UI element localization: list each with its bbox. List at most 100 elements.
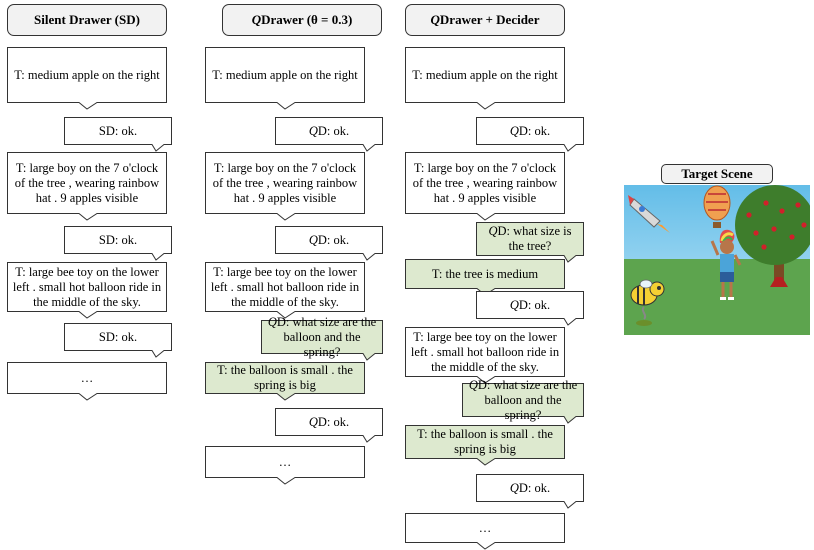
drawer-reply-text: D: ok. (317, 123, 350, 138)
bubble-outline (275, 408, 383, 443)
q-prefix: Q (509, 123, 519, 138)
ellipsis-text: … (478, 520, 492, 535)
drawer-reply-text: SD: ok. (98, 232, 138, 247)
bubble-outline (205, 262, 365, 319)
q-prefix: Q (509, 480, 519, 495)
drawer-question-text: D: what size is the tree? (497, 224, 572, 253)
teller-message-text: T: medium apple on the right (212, 67, 358, 82)
teller-message: T: large bee toy on the lower left . sma… (405, 327, 565, 384)
q-prefix: Q (308, 123, 318, 138)
drawer-reply: SD: ok. (64, 226, 172, 261)
bubble-shape (7, 47, 167, 110)
target-scene-title: Target Scene (661, 164, 773, 184)
teller-message-text: T: medium apple on the right (412, 67, 558, 82)
bubble-shape (275, 408, 383, 443)
ellipsis-message: … (205, 446, 365, 485)
bubble-outline (7, 47, 167, 110)
bubble-shape (405, 425, 565, 466)
drawer-reply: QD: ok. (476, 291, 584, 326)
bubble-shape (275, 117, 383, 152)
bubble-shape (405, 47, 565, 110)
bubble-shape (261, 320, 383, 361)
bubble-shape (64, 117, 172, 152)
bubble-shape (405, 152, 565, 221)
bubble-outline (405, 47, 565, 110)
teller-response-text: T: the tree is medium (431, 266, 539, 281)
teller-message: T: large bee toy on the lower left . sma… (205, 262, 365, 319)
drawer-question: QD: what size are the balloon and the sp… (261, 315, 383, 361)
drawer-question: QD: what size are the balloon and the sp… (462, 378, 584, 424)
drawer-question-text: D: what size are the balloon and the spr… (477, 377, 578, 422)
drawer-reply-text: D: ok. (317, 232, 350, 247)
q-prefix: Q (430, 12, 440, 27)
teller-message: T: large boy on the 7 o'clock of the tre… (7, 152, 167, 221)
teller-message-text: T: large bee toy on the lower left . sma… (210, 264, 360, 309)
q-prefix: Q (468, 377, 478, 392)
bubble-outline (462, 383, 584, 424)
bubble-shape (462, 383, 584, 424)
bubble-outline (476, 291, 584, 326)
bubble-outline (405, 513, 565, 550)
teller-message-text: T: large boy on the 7 o'clock of the tre… (412, 160, 558, 205)
bubble-outline (405, 327, 565, 384)
ellipsis-text: … (80, 370, 94, 385)
drawer-reply-text: D: ok. (518, 123, 551, 138)
bubble-shape (205, 446, 365, 485)
hot-air-balloon-icon (703, 185, 731, 228)
drawer-reply-text: D: ok. (317, 414, 350, 429)
column-header-silent-drawer: Silent Drawer (SD) (7, 4, 167, 36)
bubble-shape (7, 262, 167, 319)
drawer-reply: QD: ok. (476, 474, 584, 509)
drawer-question: QD: what size is the tree? (476, 222, 584, 263)
teller-message: T: large boy on the 7 o'clock of the tre… (205, 152, 365, 221)
bubble-outline (7, 152, 167, 221)
teller-message: T: medium apple on the right (405, 47, 565, 110)
drawer-reply-text: SD: ok. (98, 329, 138, 344)
bubble-shape (476, 222, 584, 263)
target-scene-image (624, 185, 810, 335)
bubble-shape (205, 362, 365, 401)
drawer-reply: QD: ok. (476, 117, 584, 152)
bubble-shape (476, 291, 584, 326)
ellipsis-text: … (278, 454, 292, 469)
q-prefix: Q (251, 12, 262, 27)
teller-response: T: the tree is medium (405, 259, 565, 296)
teller-response: T: the balloon is small . the spring is … (205, 362, 365, 401)
ellipsis-message: … (7, 362, 167, 401)
teller-response-text: T: the balloon is small . the spring is … (417, 427, 553, 456)
bubble-outline (64, 117, 172, 152)
bubble-shape (205, 47, 365, 110)
drawer-reply: SD: ok. (64, 117, 172, 152)
bubble-shape (476, 474, 584, 509)
bubble-shape (7, 362, 167, 401)
bubble-outline (64, 226, 172, 261)
drawer-reply-text: SD: ok. (98, 123, 138, 138)
bubble-outline (7, 262, 167, 319)
teller-message-text: T: large boy on the 7 o'clock of the tre… (14, 160, 160, 205)
q-prefix: Q (308, 414, 318, 429)
teller-message: T: medium apple on the right (7, 47, 167, 110)
ellipsis-message: … (405, 513, 565, 550)
bubble-shape (476, 117, 584, 152)
bubble-outline (261, 320, 383, 361)
bubble-shape (205, 262, 365, 319)
drawer-reply: QD: ok. (275, 117, 383, 152)
teller-message-text: T: large bee toy on the lower left . sma… (12, 264, 162, 309)
bubble-outline (476, 222, 584, 263)
bubble-outline (476, 474, 584, 509)
teller-message: T: large boy on the 7 o'clock of the tre… (405, 152, 565, 221)
teller-message-text: T: large boy on the 7 o'clock of the tre… (212, 160, 358, 205)
teller-message-text: T: medium apple on the right (14, 67, 160, 82)
teller-response: T: the balloon is small . the spring is … (405, 425, 565, 466)
bubble-outline (205, 152, 365, 221)
bubble-outline (205, 362, 365, 401)
bubble-outline (405, 152, 565, 221)
bubble-outline (405, 425, 565, 466)
bubble-shape (64, 323, 172, 358)
bee-toy-icon (630, 279, 665, 326)
q-prefix: Q (308, 232, 318, 247)
drawer-reply: QD: ok. (275, 408, 383, 443)
bubble-outline (476, 117, 584, 152)
